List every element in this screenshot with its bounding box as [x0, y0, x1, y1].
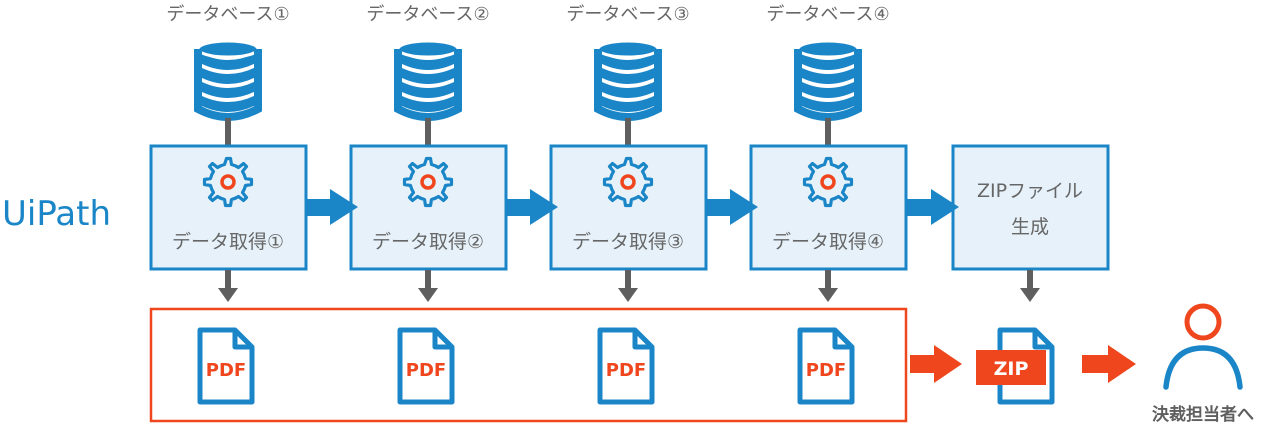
database-column-1: データベース①	[166, 4, 290, 146]
user-icon	[1163, 303, 1243, 390]
database-column-3: データベース③	[566, 4, 690, 146]
recipient-label: 決裁担当者へ	[1152, 404, 1254, 425]
zip-step-label-line1: ZIPファイル	[977, 180, 1083, 202]
database-label: データベース③	[566, 4, 689, 25]
database-label: データベース②	[366, 4, 489, 25]
pdf-document-1: PDF	[200, 330, 252, 402]
database-icon	[798, 41, 858, 117]
database-icon	[398, 41, 458, 117]
step-box-2: データ取得②	[349, 144, 508, 271]
pdf-label: PDF	[806, 360, 846, 381]
zip-step-label-line2: 生成	[1011, 216, 1049, 238]
down-arrow-zip	[1020, 270, 1040, 302]
zip-step-box: ZIPファイル 生成	[951, 144, 1110, 271]
pdf-label: PDF	[606, 360, 646, 381]
zip-banner	[976, 350, 1046, 385]
pdf-label: PDF	[206, 360, 246, 381]
orange-arrow-to-zip	[910, 345, 962, 383]
flow-arrow-2	[506, 189, 558, 225]
database-label: データベース④	[766, 4, 889, 25]
flow-arrow-3	[706, 189, 758, 225]
database-icon	[198, 41, 258, 117]
step-box-1: データ取得①	[149, 144, 308, 271]
zip-document: ZIP	[976, 330, 1052, 402]
connector-line	[225, 118, 231, 146]
pdf-document-2: PDF	[400, 330, 452, 402]
pdf-document-4: PDF	[800, 330, 852, 402]
connector-line	[425, 118, 431, 146]
pdf-label: PDF	[406, 360, 446, 381]
step-box-3: データ取得③	[549, 144, 708, 271]
flow-arrow-4	[906, 189, 959, 225]
step-label: データ取得②	[372, 231, 484, 253]
down-arrow-4	[818, 270, 838, 302]
database-column-2: データベース②	[366, 4, 490, 146]
pdf-group-frame	[149, 307, 908, 423]
connector-line	[625, 118, 631, 146]
step-label: データ取得①	[172, 231, 284, 253]
down-arrow-1	[218, 270, 238, 302]
connector-line	[825, 118, 831, 146]
flow-arrow-1	[306, 189, 358, 225]
orange-arrow-to-user	[1082, 345, 1136, 383]
database-icon	[598, 41, 658, 117]
database-label: データベース①	[166, 4, 289, 25]
step-label: データ取得③	[572, 231, 684, 253]
down-arrow-3	[618, 270, 638, 302]
step-label: データ取得④	[772, 231, 884, 253]
brand-label: UiPath	[2, 194, 111, 234]
step-box-4: データ取得④	[749, 144, 908, 271]
down-arrow-2	[418, 270, 438, 302]
pdf-document-3: PDF	[600, 330, 652, 402]
zip-label: ZIP	[994, 358, 1029, 380]
database-column-4: データベース④	[766, 4, 890, 146]
